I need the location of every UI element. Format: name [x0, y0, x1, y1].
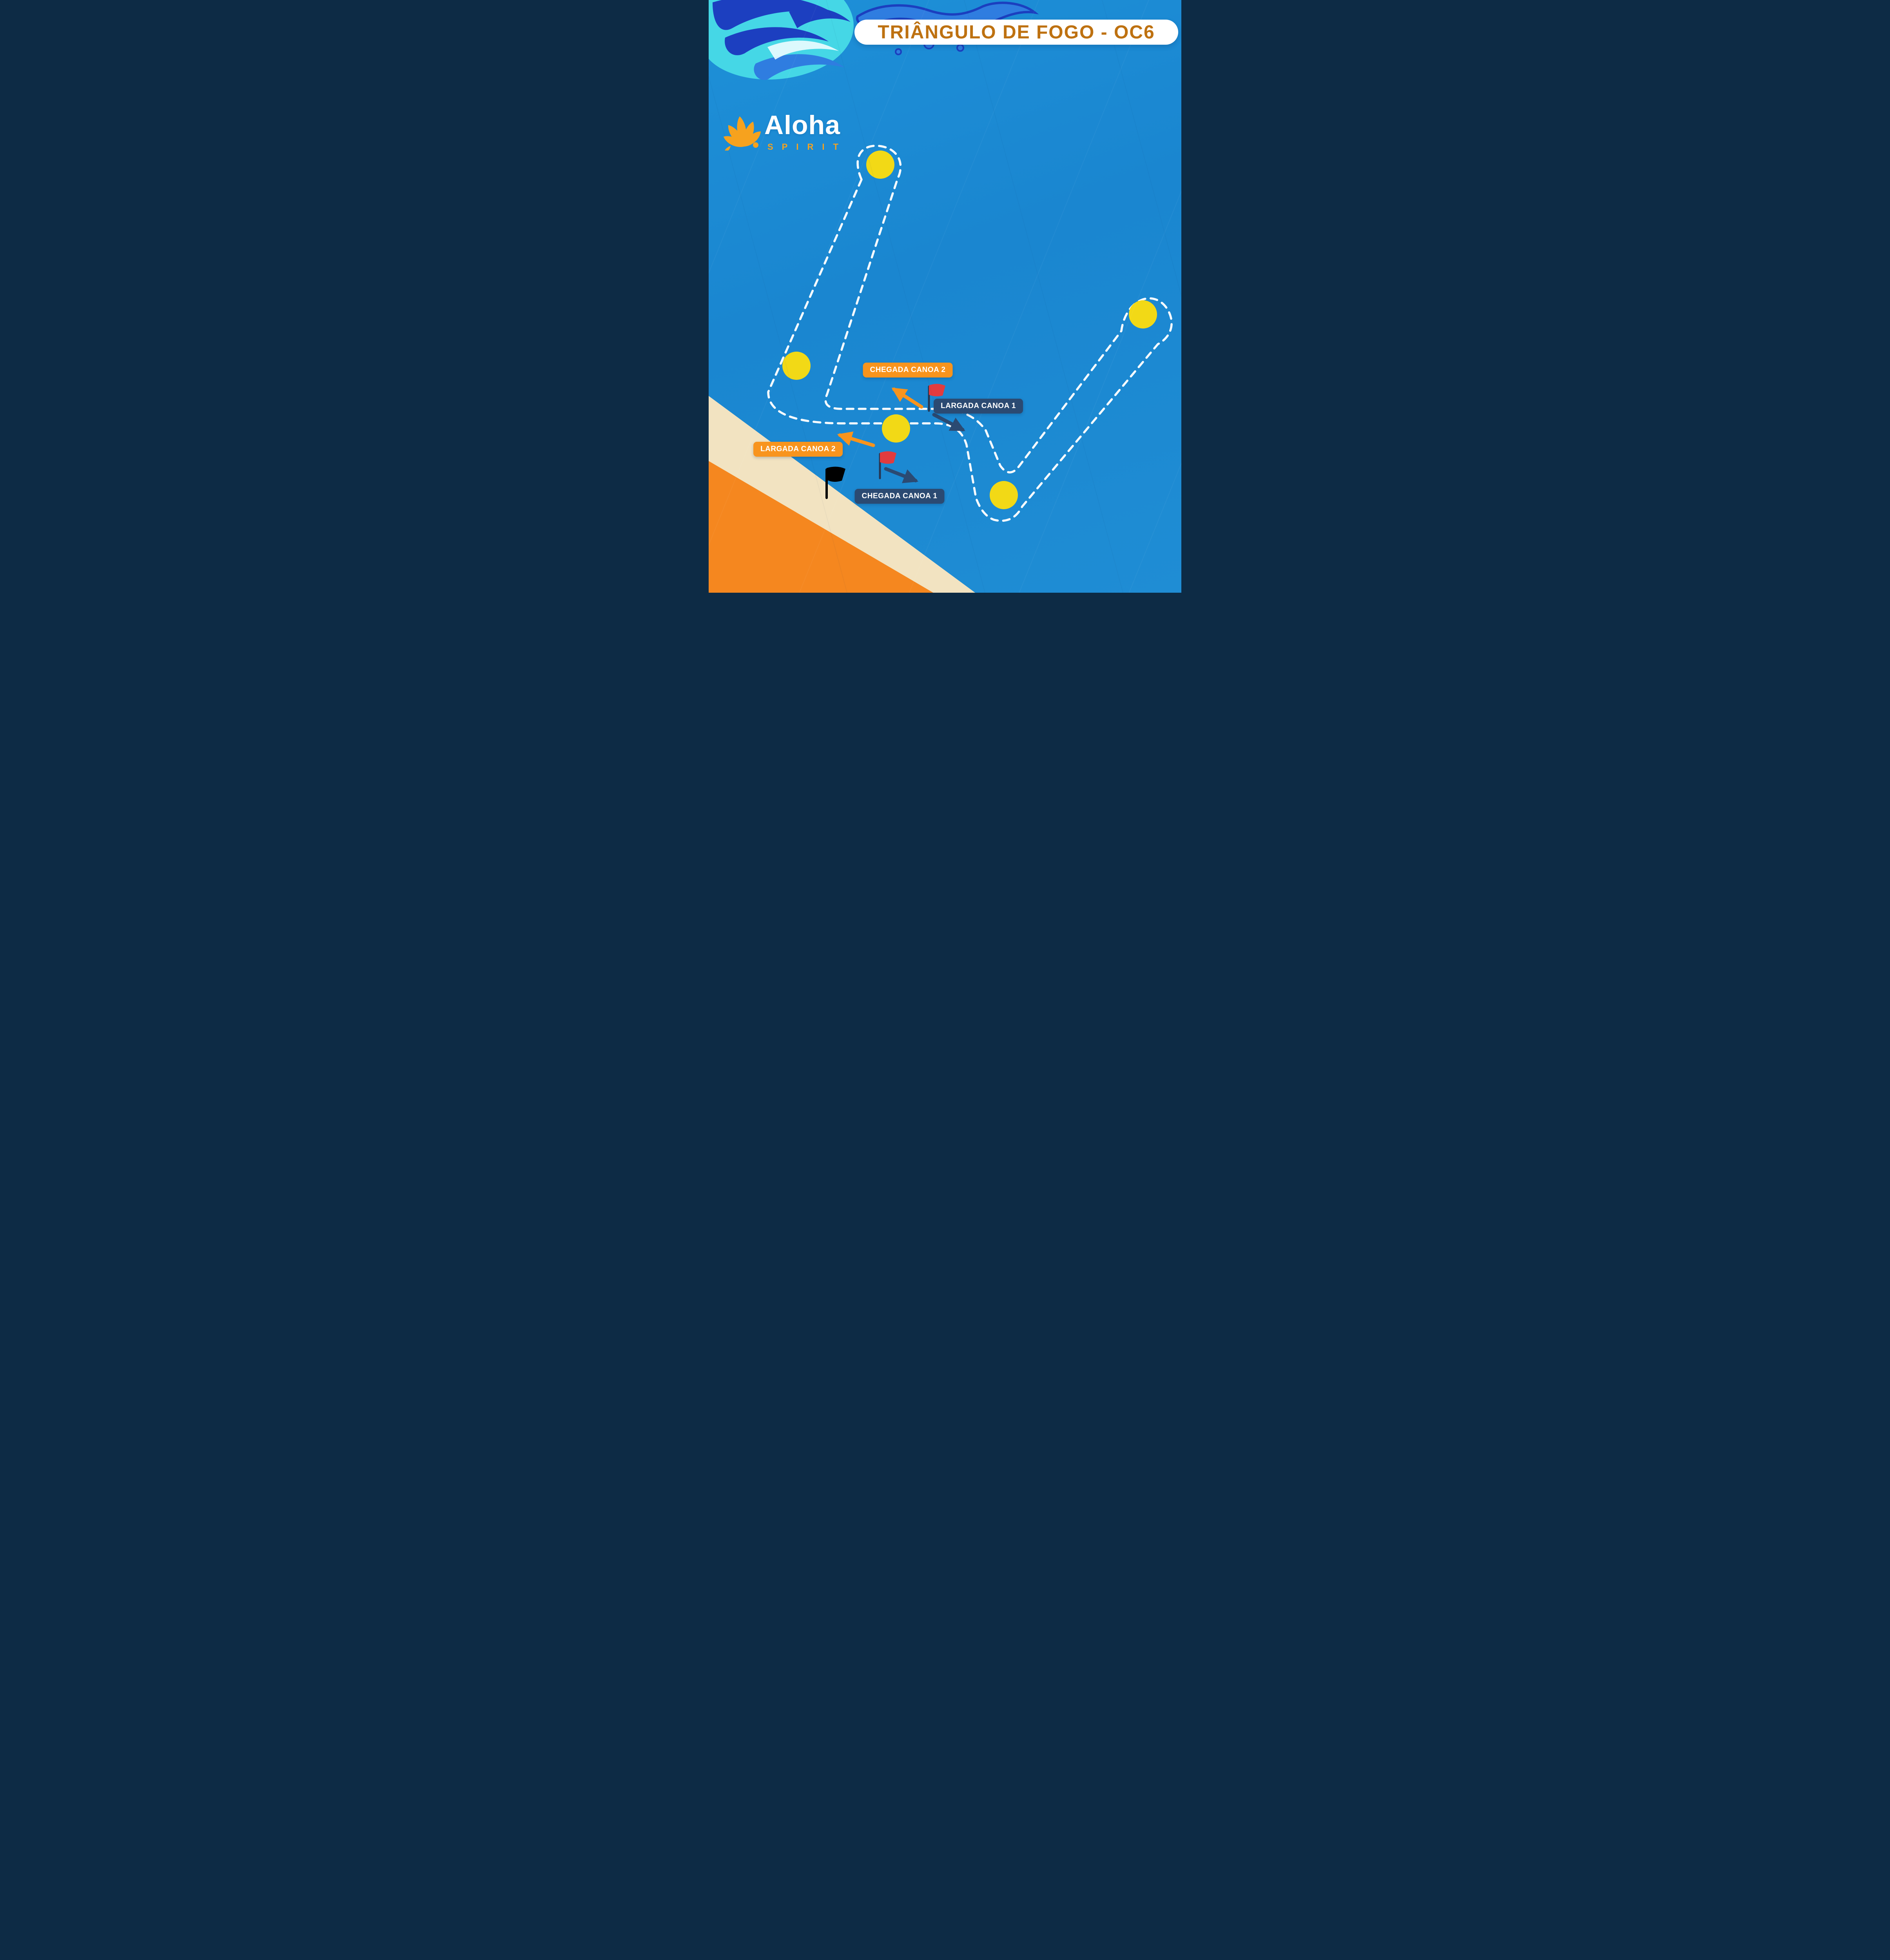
badge-chegada-canoa-2: CHEGADA CANOA 2: [863, 363, 953, 377]
red-flag-icon-1: [928, 384, 945, 412]
badge-chegada-canoa-1: CHEGADA CANOA 1: [854, 489, 945, 504]
red-flag-icon-2: [879, 451, 896, 479]
buoy-top: [866, 151, 894, 179]
black-flag-icon: [825, 466, 845, 499]
aloha-flower-icon: [723, 116, 761, 151]
race-course-poster: TRIÂNGULO DE FOGO - OC6 Aloha SPIRIT CHE…: [709, 0, 1181, 593]
buoy-right: [1129, 300, 1157, 328]
wave-dark-swirl-1: [713, 0, 839, 30]
course-map-canvas: [709, 0, 1173, 593]
splash-droplet-2: [895, 48, 902, 55]
badge-largada-canoa-1: LARGADA CANOA 1: [934, 399, 1023, 414]
buoy-left: [782, 352, 811, 380]
arrow-start-canoe2: [837, 431, 875, 447]
page-title: TRIÂNGULO DE FOGO - OC6: [878, 22, 1155, 43]
wave-dark-swirl-2: [725, 27, 829, 55]
beach-orange-strip: [709, 461, 933, 593]
course-dashed-path: [767, 145, 1173, 522]
arrow-start-canoe1: [932, 413, 965, 432]
splash-droplet-4: [956, 44, 964, 52]
buoy-center: [882, 414, 910, 443]
logo-wordmark: Aloha: [764, 110, 840, 140]
aloha-spirit-logo: Aloha SPIRIT: [722, 103, 863, 158]
wave-mid-swirl: [754, 54, 844, 80]
splash-outline: [856, 2, 1039, 32]
logo-subtitle: SPIRIT: [767, 142, 847, 152]
wave-dark-swirl-3: [789, 7, 851, 29]
buoy-bottom: [990, 481, 1018, 509]
wave-white-crest: [767, 40, 839, 60]
arrow-finish-canoe2: [891, 387, 923, 409]
arrow-finish-canoe1: [884, 467, 919, 483]
title-banner: TRIÂNGULO DE FOGO - OC6: [854, 20, 1178, 45]
badge-largada-canoa-2: LARGADA CANOA 2: [753, 442, 843, 457]
wave-art: [709, 0, 1039, 80]
